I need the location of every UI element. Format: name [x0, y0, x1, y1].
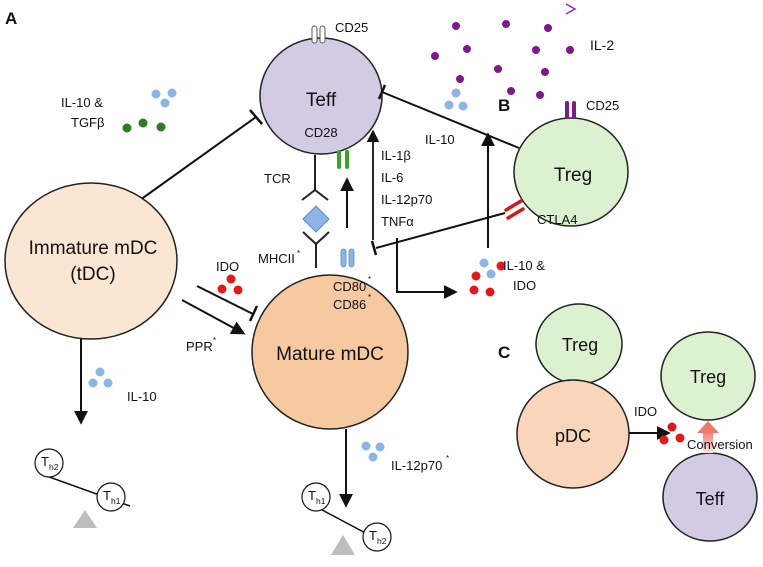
ppr-asterisk: *	[213, 336, 216, 345]
cd25-receptor-teff	[311, 25, 326, 44]
il10-b-label: IL-10	[425, 132, 455, 147]
mhcii-label: MHCII	[258, 251, 295, 266]
il10-blue-dots-left	[88, 367, 113, 388]
cd25-receptor-treg	[565, 101, 576, 119]
cd80-asterisk: *	[368, 275, 371, 284]
ctla4-label: CTLA4	[537, 212, 577, 227]
inhibit-bar-treg-teff	[377, 84, 387, 100]
il10-left-label: IL-10	[127, 389, 157, 404]
immature-mdc-cell	[4, 182, 178, 340]
tgfb-green-dots	[122, 118, 166, 133]
cd80-label: CD80	[333, 279, 366, 294]
cd86-label: CD86	[333, 297, 366, 312]
pdc-label: pDC	[555, 426, 591, 446]
immature-mdc-label-2: (tDC)	[70, 264, 115, 285]
antigen-diamond	[302, 205, 330, 233]
ppr-label: PPR	[186, 339, 213, 354]
th2-left-t: T	[41, 454, 49, 469]
il6-label: IL-6	[381, 170, 403, 185]
conversion-arrow	[697, 421, 719, 453]
ppr-arrow	[181, 299, 246, 335]
th2-right-sub: h2	[377, 536, 387, 546]
mature-mdc-label: Mature mDC	[276, 344, 384, 365]
il10-ido-label-2: IDO	[513, 278, 536, 293]
inhibit-line-immature-mature	[196, 285, 254, 315]
teff-label: Teff	[306, 90, 337, 111]
th1-left-sub: h1	[111, 496, 121, 506]
th-balance-right	[301, 482, 392, 555]
treg-c-label-1: Treg	[562, 335, 598, 355]
teff-c-label: Teff	[696, 489, 726, 509]
cd80-cd86-receptor	[340, 248, 355, 268]
mhcii-receptor	[302, 231, 330, 268]
ido-c-label: IDO	[634, 404, 657, 419]
ctla4-receptor	[504, 199, 525, 220]
il12p70-bottom-label: IL-12p70	[391, 458, 442, 473]
treg-cell	[513, 117, 629, 227]
il2-label: IL-2	[590, 37, 614, 53]
th1-right-t: T	[308, 488, 316, 503]
il12-blue-dots-bottom	[361, 441, 385, 462]
th2-circle-right	[362, 522, 392, 552]
arrow-to-il10-ido	[396, 238, 458, 299]
tnfa-label: TNFα	[381, 214, 414, 229]
inhibit-bar-ctla4	[370, 240, 378, 256]
inhibit-bar-immature-mature	[248, 305, 259, 322]
ido-red-dots-c	[659, 422, 685, 445]
il10-blue-dots-topleft	[151, 88, 177, 108]
cd28-label: CD28	[304, 125, 337, 140]
inhibit-line-teff	[139, 116, 257, 201]
il2-dots	[431, 20, 574, 99]
cd25-teff-label: CD25	[335, 20, 368, 35]
treg-c-cell-2	[660, 331, 756, 421]
th2-circle-left	[34, 448, 64, 478]
il2-arrow-head	[565, 3, 577, 15]
th1-left-t: T	[103, 488, 111, 503]
tcr-receptor	[301, 155, 329, 201]
cd25-treg-label: CD25	[586, 98, 619, 113]
il10-tgfb-label-2: TGFβ	[71, 115, 104, 130]
th2-left-sub: h2	[49, 462, 59, 472]
il1b-label: IL-1β	[381, 148, 411, 163]
mhcii-asterisk: *	[297, 249, 300, 258]
ido-red-dots-a	[217, 274, 243, 295]
th1-circle-right	[301, 482, 331, 512]
immature-mdc-label-1: Immature mDC	[29, 238, 158, 259]
il10-ido-dots	[469, 258, 506, 297]
tcr-label: TCR	[264, 171, 291, 186]
il10-ido-label-1: IL-10 &	[503, 258, 545, 273]
th1-circle-left	[96, 482, 126, 512]
treg-c-label-2: Treg	[690, 367, 726, 387]
th1-right-sub: h1	[316, 496, 326, 506]
mature-mdc-cell	[251, 274, 409, 430]
il10-tgfb-label-1: IL-10 &	[61, 95, 103, 110]
conversion-label: Conversion	[687, 437, 753, 452]
inhibit-line-treg-teff	[381, 91, 520, 149]
il12p70-label: IL-12p70	[381, 192, 432, 207]
th-balance-left	[34, 448, 131, 528]
panel-label-c: C	[498, 343, 510, 362]
il12p70-asterisk: *	[446, 454, 449, 463]
panel-label-b: B	[498, 96, 510, 115]
panel-label-a: A	[5, 9, 17, 28]
inhibit-bar-teff	[249, 109, 263, 125]
cd86-asterisk: *	[368, 293, 371, 302]
treg-label: Treg	[554, 165, 592, 186]
cd28-receptor	[337, 150, 349, 169]
il10-blue-dots-b	[444, 88, 468, 111]
th2-right-t: T	[369, 528, 377, 543]
ido-a-label: IDO	[216, 259, 239, 274]
